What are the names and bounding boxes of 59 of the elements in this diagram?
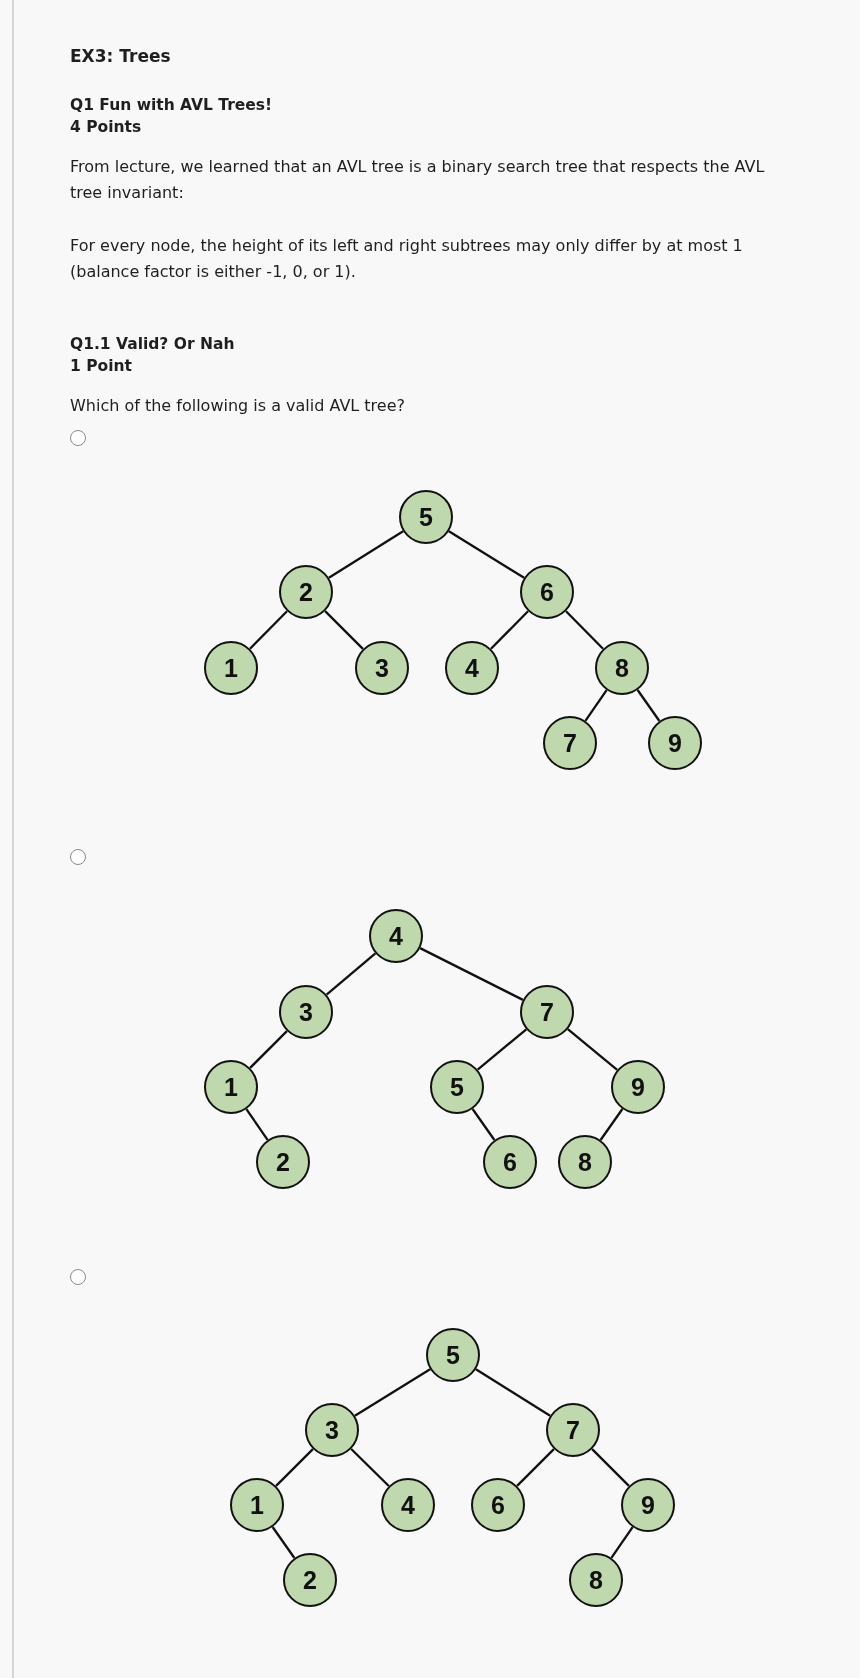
tree-edge <box>275 1448 314 1487</box>
tree-node: 2 <box>279 565 333 619</box>
tree-node: 4 <box>445 641 499 695</box>
tree-edge <box>565 610 604 650</box>
tree-node: 8 <box>595 641 649 695</box>
tree-edge <box>354 1368 431 1417</box>
tree-node: 2 <box>256 1135 310 1189</box>
tree-node: 3 <box>355 641 409 695</box>
points-label: 4 Points <box>70 117 143 138</box>
tree-edge <box>419 947 524 1001</box>
tree-node: 3 <box>305 1403 359 1457</box>
tree-edge <box>584 689 608 722</box>
tree-edge <box>271 1526 296 1559</box>
paragraph: From lecture, we learned that an AVL tree is a binary search tree that respects the AVL tree invariant: <box>70 156 766 204</box>
tree-edge <box>325 952 377 996</box>
page-title: EX3: Trees <box>70 45 171 68</box>
tree-edge <box>610 1526 634 1559</box>
points-label: 1 Point <box>70 356 133 377</box>
tree-node: 9 <box>611 1060 665 1114</box>
tree-node: 5 <box>430 1060 484 1114</box>
tree-node: 6 <box>483 1135 537 1189</box>
tree-edge <box>591 1448 630 1487</box>
question-prompt: Which of the following is a valid AVL tree? <box>70 395 406 417</box>
tree-node: 5 <box>399 490 453 544</box>
tree-edge <box>471 1108 496 1141</box>
tree-node: 4 <box>369 909 423 963</box>
tree-edge <box>245 1108 269 1141</box>
tree-edge <box>249 610 288 650</box>
tree-node: 2 <box>283 1553 337 1607</box>
tree-node: 7 <box>543 716 597 770</box>
tree-edge <box>249 1030 288 1069</box>
tree-edge <box>599 1108 624 1141</box>
tree-edge <box>567 1028 618 1071</box>
tree-edge <box>448 530 525 579</box>
tree-node: 9 <box>648 716 702 770</box>
tree-node: 7 <box>520 985 574 1039</box>
tree-node: 5 <box>426 1328 480 1382</box>
paragraph: For every node, the height of its left and right subtrees may only differ by at most 1 (balance factor is either -1, 0, or 1). <box>70 235 744 283</box>
tree-node: 1 <box>230 1478 284 1532</box>
tree-node: 4 <box>381 1478 435 1532</box>
tree-node: 7 <box>546 1403 600 1457</box>
tree-node: 6 <box>471 1478 525 1532</box>
tree-node: 3 <box>279 985 333 1039</box>
tree-node: 8 <box>558 1135 612 1189</box>
tree-edge <box>350 1448 390 1487</box>
tree-node: 9 <box>621 1478 675 1532</box>
tree-node: 8 <box>569 1553 623 1607</box>
tree-edge <box>490 610 529 650</box>
tree-node: 1 <box>204 1060 258 1114</box>
tree-edge <box>636 689 661 722</box>
tree-edge <box>328 530 404 579</box>
tree-edge <box>516 1448 555 1487</box>
tree-edge <box>476 1028 528 1071</box>
tree-edge <box>324 610 364 650</box>
tree-node: 1 <box>204 641 258 695</box>
tree-node: 6 <box>520 565 574 619</box>
question-title: Q1.1 Valid? Or Nah <box>70 334 236 355</box>
question-title: Q1 Fun with AVL Trees! <box>70 95 274 116</box>
tree-edge <box>475 1368 551 1417</box>
